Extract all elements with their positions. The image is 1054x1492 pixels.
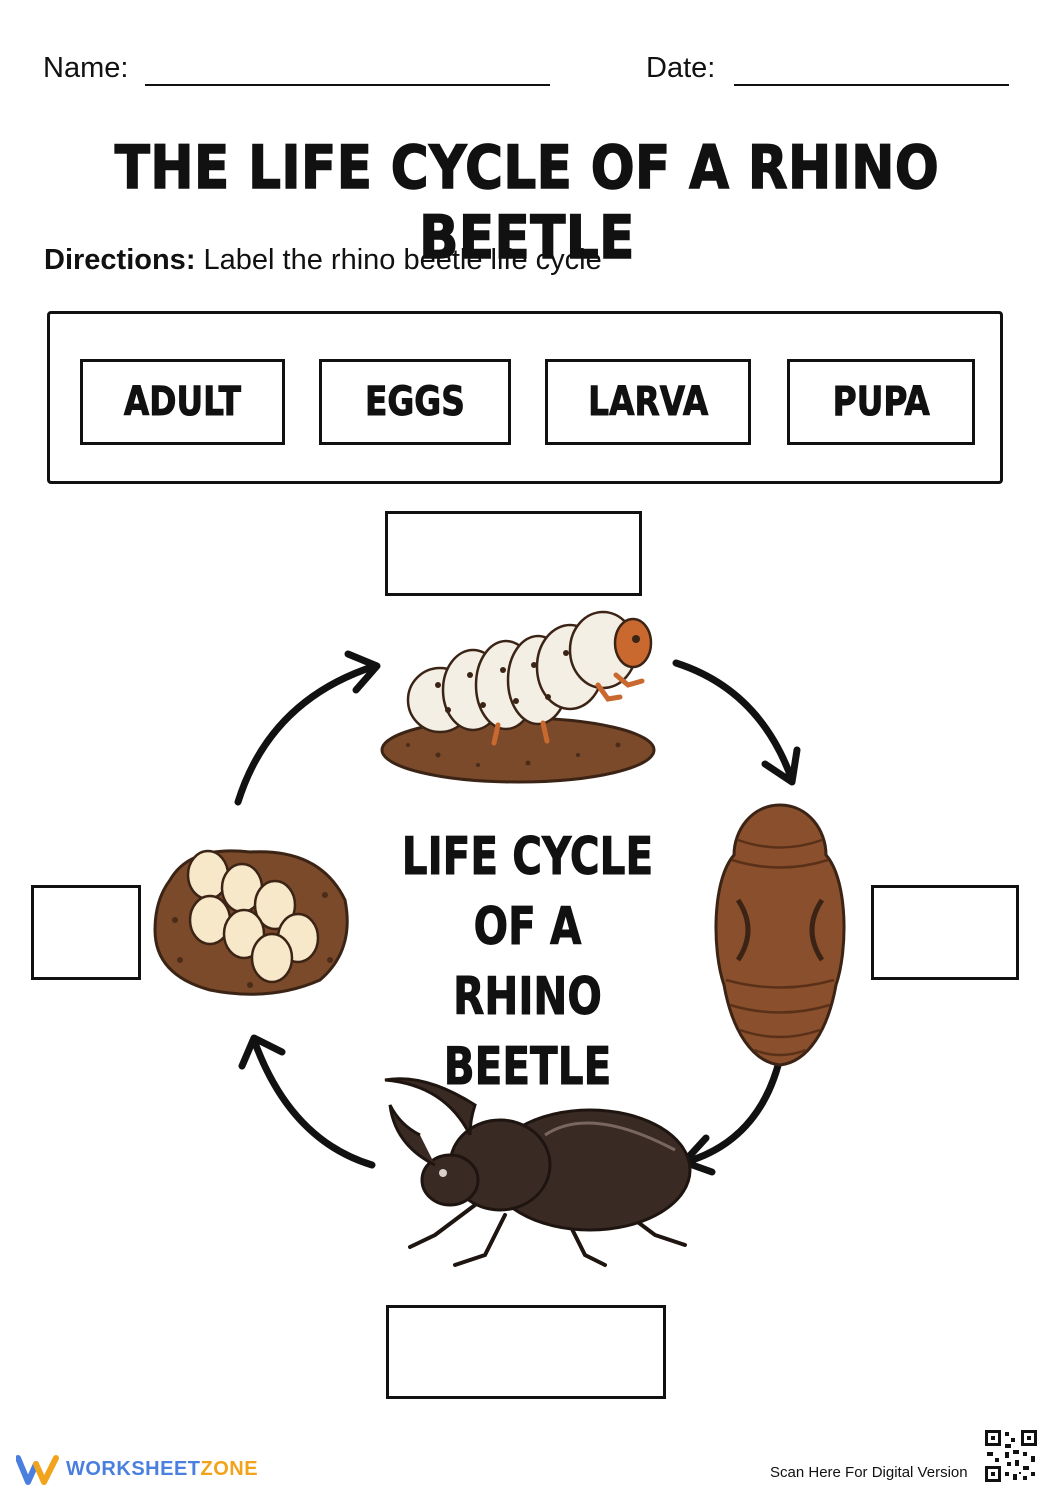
arrow-head-4 [238,1034,286,1070]
blank-box-bottom[interactable] [386,1305,666,1399]
qr-code-icon[interactable] [983,1428,1039,1484]
date-line[interactable] [734,84,1009,86]
blank-box-left[interactable] [31,885,141,980]
beetle-illustration [384,1077,692,1267]
blank-box-top[interactable] [385,511,642,596]
scan-text: Scan Here For Digital Version [770,1464,968,1481]
word-eggs[interactable]: EGGS [319,359,511,445]
name-line[interactable] [145,84,550,86]
word-adult[interactable]: ADULT [80,359,285,445]
word-pupa[interactable]: PUPA [787,359,975,445]
center-title-line-2: OF A [473,897,582,958]
blank-box-right[interactable] [871,885,1019,980]
worksheetzone-logo-icon [16,1455,59,1485]
pupa-illustration [714,803,846,1067]
eggs-illustration [153,849,349,996]
larva-illustration [380,610,656,784]
center-title-line-3: RHINO BEETLE [443,967,612,1098]
arrow-pupa-to-adult [682,1054,784,1166]
date-label: Date: [646,52,716,84]
arrow-larva-to-pupa [672,659,796,784]
arrow-head-2 [761,746,801,786]
arrow-adult-to-eggs [250,1036,376,1169]
brand-name[interactable]: WORKSHEETZONE [66,1458,259,1480]
directions-label: Directions: [44,244,196,276]
name-label: Name: [43,52,129,84]
word-bank: ADULT EGGS LARVA PUPA [47,311,1003,484]
center-title: LIFE CYCLE OF A RHINO BEETLE [360,822,695,1102]
center-title-line-1: LIFE CYCLE [401,827,654,888]
page-title: THE LIFE CYCLE OF A RHINO BEETLE [114,132,940,274]
word-larva[interactable]: LARVA [545,359,751,445]
arrow-eggs-to-larva [234,662,379,806]
arrow-head-1 [344,650,381,694]
directions: Directions: Label the rhino beetle life … [44,244,602,277]
directions-text: Label the rhino beetle life cycle [203,244,602,276]
